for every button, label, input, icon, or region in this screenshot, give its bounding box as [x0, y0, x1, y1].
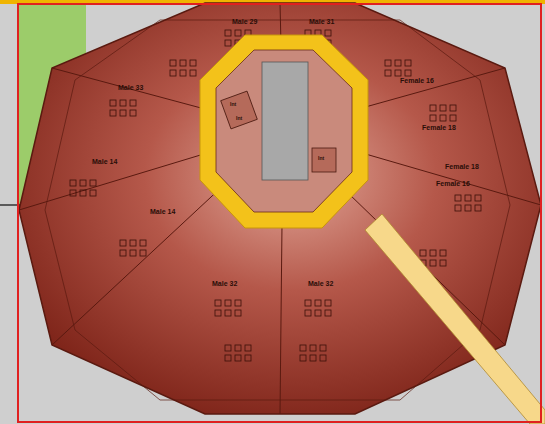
- wing-label: Male 32: [212, 280, 237, 287]
- wing-label: Female 16: [436, 180, 470, 187]
- room-label: Int: [236, 116, 242, 121]
- wing-label: Male 31: [309, 18, 334, 25]
- wing-label: Male 32: [308, 280, 333, 287]
- room-label: Int: [230, 102, 236, 107]
- wing-label: Female 16: [400, 77, 434, 84]
- wing-label: Male 14: [92, 158, 117, 165]
- room-label: Int: [318, 156, 324, 161]
- wing-label: Male 29: [232, 18, 257, 25]
- wing-label: Female 18: [445, 163, 479, 170]
- wing-label: Male 14: [150, 208, 175, 215]
- wing-label: Female 18: [422, 124, 456, 131]
- wing-label: Male 33: [118, 84, 143, 91]
